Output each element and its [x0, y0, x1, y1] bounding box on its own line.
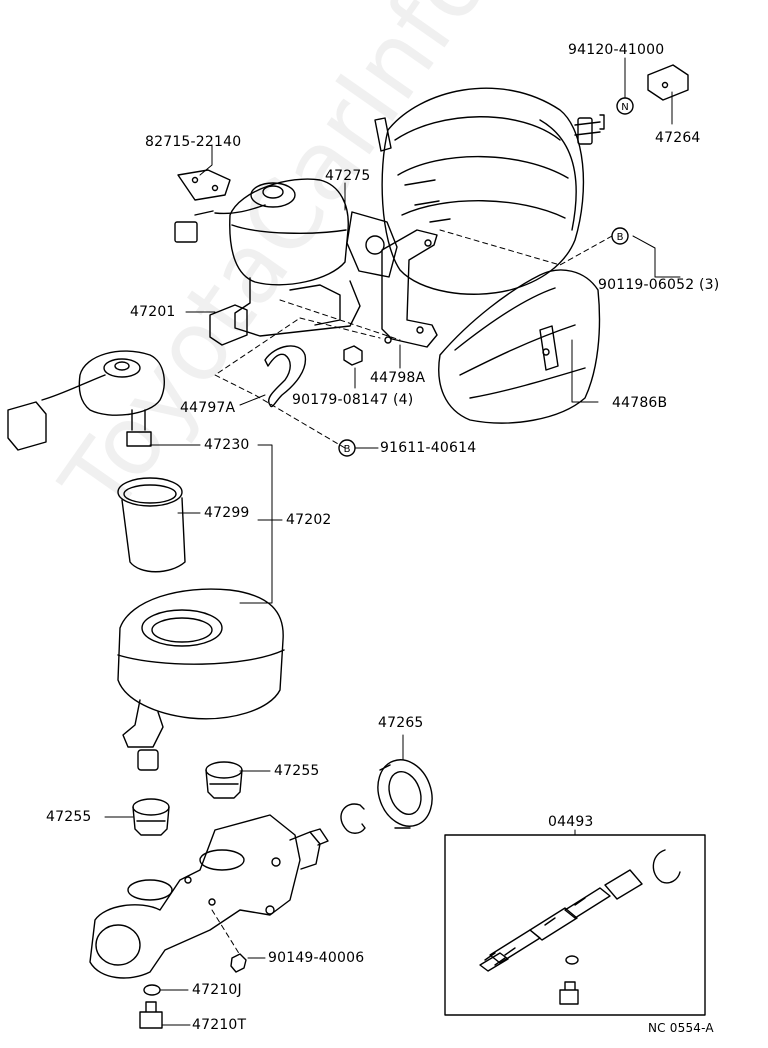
label-94120-41000: 94120-41000 [568, 42, 665, 58]
washer-47210j-drawing [143, 984, 161, 996]
label-47255-left: 47255 [46, 809, 92, 825]
shield-44786b-drawing [438, 269, 601, 424]
label-82715-22140: 82715-22140 [145, 134, 242, 150]
marker-nut-label: N [621, 102, 628, 113]
label-47230: 47230 [204, 437, 250, 453]
piston-kit-drawing [479, 849, 681, 1005]
pipe-44797a-drawing [264, 345, 307, 408]
level-switch-cap-drawing [7, 350, 166, 451]
label-47202: 47202 [286, 512, 332, 528]
label-47299: 47299 [204, 505, 250, 521]
marker-bolt-right-label: B [617, 232, 624, 243]
master-cylinder-assembly-top-drawing [174, 169, 361, 346]
label-47210j: 47210J [192, 982, 242, 998]
grommet-47255-right-drawing [205, 761, 243, 799]
label-04493: 04493 [548, 814, 594, 830]
clip-47264-drawing [647, 64, 689, 101]
master-cylinder-body-drawing [89, 814, 329, 979]
dashed-leader-lines [211, 229, 613, 956]
brake-booster-drawing [374, 87, 605, 295]
marker-bolt-center: B [338, 439, 356, 457]
strainer-47299-drawing [117, 477, 186, 573]
screw-90149-drawing [230, 953, 247, 973]
leader-lines [104, 57, 681, 1026]
marker-bolt-center-label: B [344, 444, 351, 455]
label-47265: 47265 [378, 715, 424, 731]
label-47210t: 47210T [192, 1017, 247, 1033]
label-47275: 47275 [325, 168, 371, 184]
reservoir-47202-drawing [117, 588, 285, 771]
snap-ring-drawing [340, 803, 366, 834]
marker-bolt-right: B [611, 227, 629, 245]
figure-code: NC 0554-A [648, 1021, 714, 1035]
label-47255-right: 47255 [274, 763, 320, 779]
grommet-47255-left-drawing [132, 798, 170, 836]
label-90149-40006: 90149-40006 [268, 950, 365, 966]
label-90119-06052: 90119-06052 (3) [598, 277, 720, 293]
label-44798a: 44798A [370, 370, 426, 386]
seal-47265-drawing [377, 759, 433, 829]
label-47201: 47201 [130, 304, 176, 320]
bolt-90179-drawing [343, 345, 363, 366]
label-44786b: 44786B [612, 395, 668, 411]
label-47264: 47264 [655, 130, 701, 146]
label-44797a: 44797A [180, 400, 236, 416]
label-91611-40614: 91611-40614 [380, 440, 477, 456]
label-90179-08147: 90179-08147 (4) [292, 392, 414, 408]
marker-nut: N [616, 97, 634, 115]
bleeder-47210t-drawing [139, 1001, 163, 1029]
